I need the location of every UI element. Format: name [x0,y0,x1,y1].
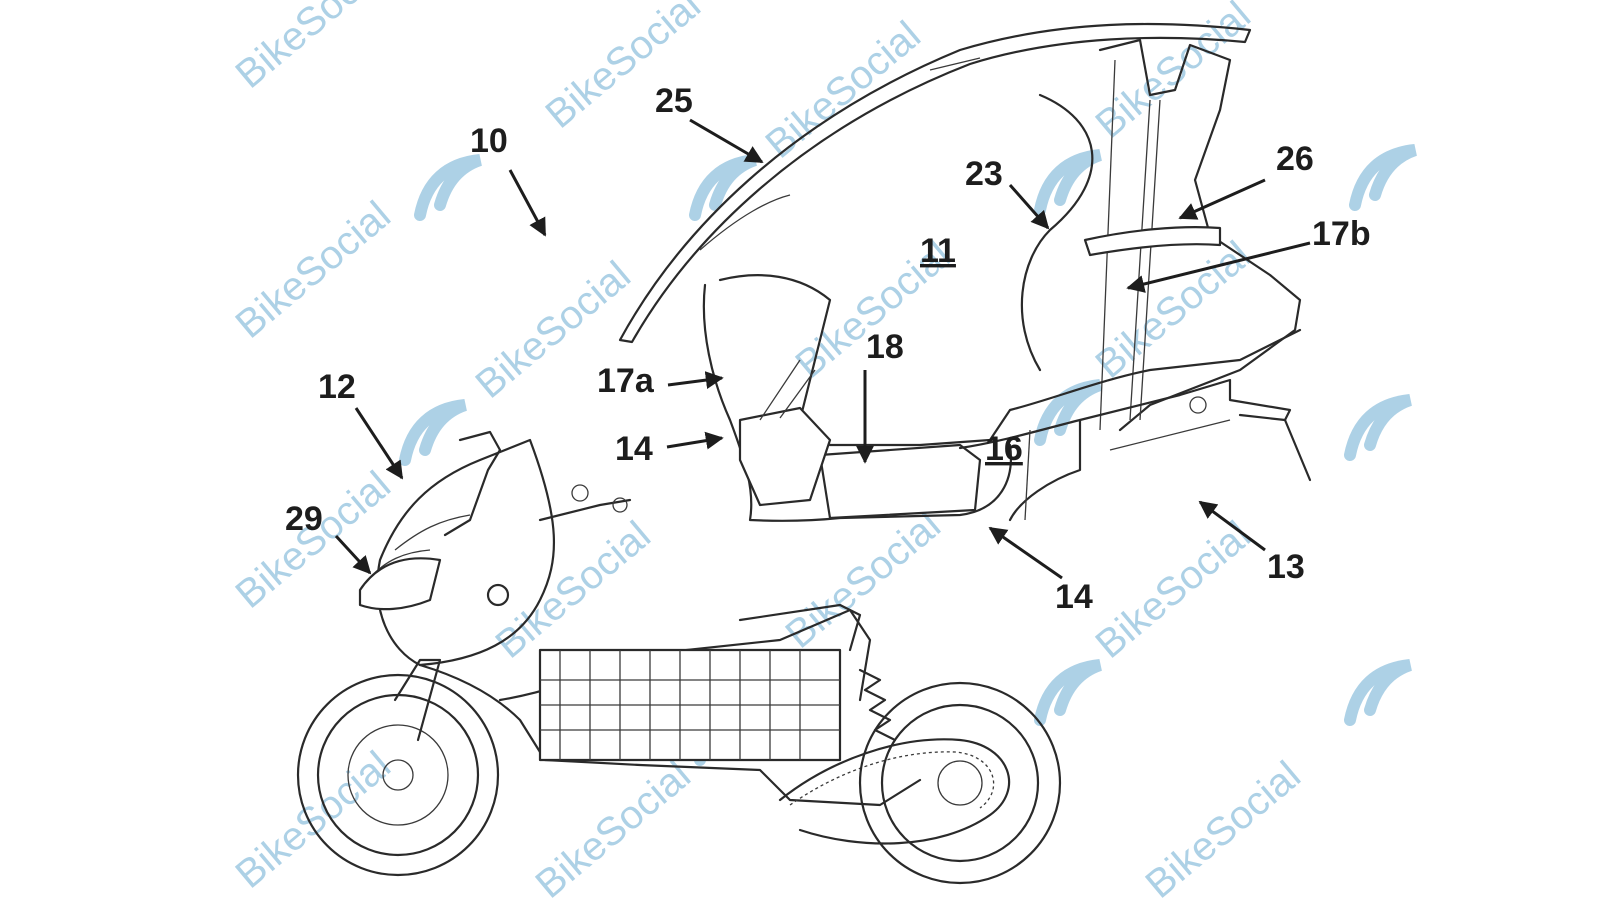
brand-badge [486,583,510,607]
watermark-text: BikeSocial [758,13,929,167]
side-panel [718,274,1302,447]
label-18: 18 [866,328,904,366]
label-12: 12 [318,368,356,406]
label-14-front: 14 [615,430,653,468]
watermark-text: BikeSocial [228,743,399,897]
watermark-text: BikeSocial [1088,513,1259,667]
roof-bar [618,22,1252,344]
grab-handle [1083,226,1222,257]
front-wheel [296,673,500,877]
label-26: 26 [1276,140,1314,178]
watermark-text: BikeSocial [778,503,949,657]
seat-back [1020,93,1094,372]
label-14-bottom: 14 [1055,578,1093,616]
label-23: 23 [965,155,1003,193]
watermark-text: BikeSocial [488,513,659,667]
label-11: 11 [920,232,956,270]
scooter [296,430,1062,885]
watermark-text: BikeSocial [1088,233,1259,387]
watermark-logo-icon [689,154,758,221]
seat-cushion [818,443,982,520]
watermark-logo-icon [1034,659,1103,726]
watermark-logo-icon [1034,149,1103,216]
label-17b: 17b [1312,215,1371,253]
windscreen [443,430,502,537]
label-17a: 17a [597,362,655,400]
watermark-text: BikeSocial [228,0,399,97]
label-25: 25 [655,82,693,120]
watermark-logo-icon [399,399,468,466]
watermark-text: BikeSocial [528,753,699,900]
reference-arrows [334,118,1311,580]
label-10: 10 [470,122,508,160]
footwell-box [738,406,832,507]
watermark-text: BikeSocial [228,193,399,347]
watermark-text: BikeSocial [1138,753,1309,900]
watermark-logo-icon [1349,144,1418,211]
front-fairing [376,438,556,667]
label-16: 16 [985,430,1023,468]
scooter-body [418,663,922,807]
watermark-text: BikeSocial [1088,0,1259,147]
headlight [358,557,442,611]
watermark-logo-icon [1344,394,1413,461]
label-13: 13 [1267,548,1305,586]
rear-wheel [858,681,1062,885]
cabin-module [618,22,1312,522]
watermark-logo-icon [414,154,483,221]
drive-belt [778,738,1010,845]
reference-labels: 10 25 23 26 17b 11 18 17a 14 16 12 29 14… [285,82,1371,616]
rear-shock [858,668,897,742]
watermark-logo-icon [1034,379,1103,446]
label-29: 29 [285,500,323,538]
watermark-logo-icon [1344,659,1413,726]
rear-pillar [1098,38,1302,432]
